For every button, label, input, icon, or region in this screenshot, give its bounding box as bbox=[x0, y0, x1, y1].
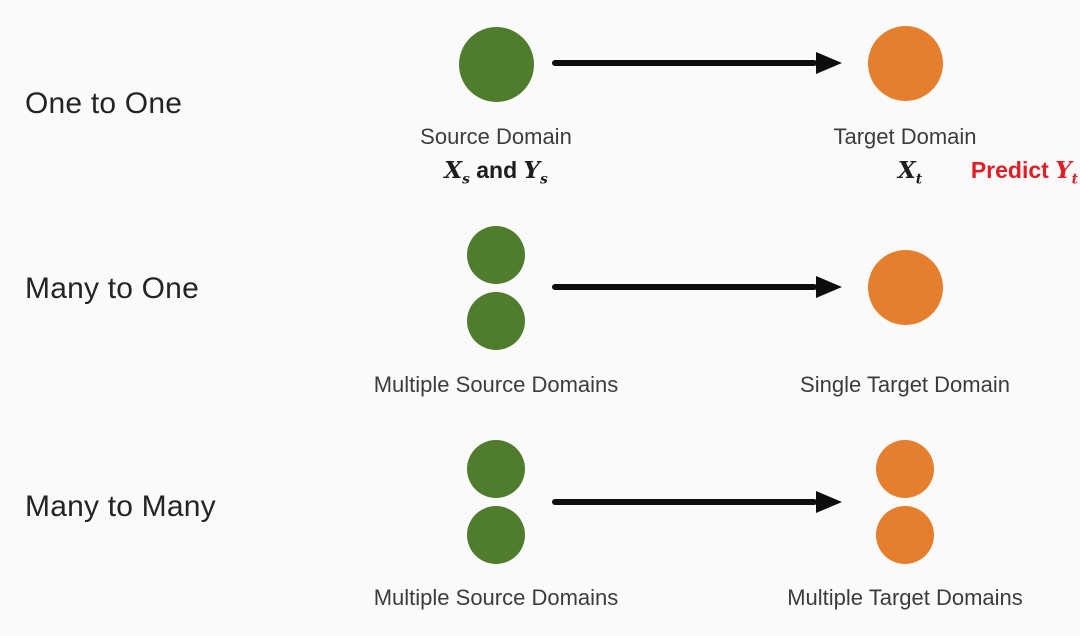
target-formula: Xt bbox=[850, 155, 970, 186]
target-circle-stack bbox=[865, 440, 945, 564]
source-domain-caption: Multiple Source Domains bbox=[373, 585, 619, 610]
source-circle-stack bbox=[456, 27, 536, 102]
target-circle-stack bbox=[865, 250, 945, 325]
sub-t: t bbox=[915, 171, 923, 188]
target-domain-caption: Target Domain bbox=[833, 124, 977, 149]
predict-label: Predict Yt bbox=[926, 155, 1078, 186]
source-domain-circle bbox=[458, 27, 534, 102]
target-domain-circle bbox=[876, 440, 934, 498]
arrow-icon bbox=[552, 499, 817, 505]
target-domain-circle bbox=[867, 26, 943, 101]
source-domain-circle bbox=[467, 440, 525, 498]
target-domain-caption: Single Target Domain bbox=[800, 372, 1010, 397]
source-domain-circle bbox=[467, 506, 525, 564]
arrow-icon bbox=[552, 60, 817, 66]
arrow-icon bbox=[552, 284, 817, 290]
source-circle-stack bbox=[456, 226, 536, 350]
sub-t: t bbox=[1071, 171, 1078, 188]
predict-word: Predict bbox=[970, 157, 1049, 183]
var-xs: X bbox=[444, 157, 463, 184]
source-domain-circle bbox=[467, 226, 525, 284]
conjunction-and: and bbox=[476, 157, 518, 183]
sub-s: s bbox=[462, 171, 470, 188]
var-ys: Y bbox=[523, 157, 540, 184]
source-domain-caption: Multiple Source Domains bbox=[373, 372, 619, 397]
target-circle-stack bbox=[865, 26, 945, 101]
row-label-many-to-many: Many to Many bbox=[25, 490, 216, 523]
var-xt: X bbox=[897, 157, 916, 184]
target-domain-circle bbox=[876, 506, 934, 564]
target-domain-caption: Multiple Target Domains bbox=[787, 585, 1023, 610]
source-domain-circle bbox=[467, 292, 525, 350]
source-domain-caption: Source Domain bbox=[420, 124, 572, 149]
sub-s: s bbox=[539, 171, 548, 188]
var-yt: Y bbox=[1055, 157, 1072, 184]
target-domain-circle bbox=[867, 250, 943, 325]
row-label-many-to-one: Many to One bbox=[25, 272, 199, 305]
row-label-one-to-one: One to One bbox=[25, 87, 183, 120]
source-formula: Xs and Ys bbox=[346, 155, 646, 186]
source-circle-stack bbox=[456, 440, 536, 564]
